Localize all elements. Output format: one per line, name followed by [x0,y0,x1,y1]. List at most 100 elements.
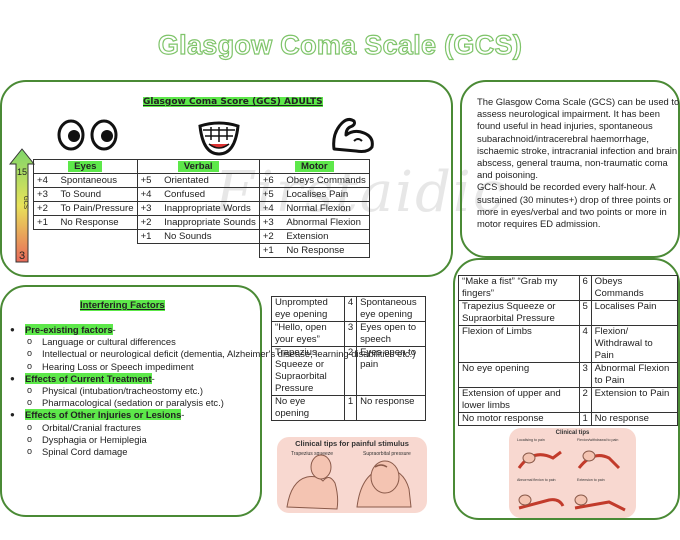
factor-item: Intellectual or neurological deficit (de… [10,347,415,360]
stimulus-cell: “Make a fist” “Grab my fingers” [458,275,580,301]
info-paragraph: The Glasgow Coma Scale (GCS) can be used… [477,96,680,181]
gcs-score: +1 [258,243,284,258]
table-row: Trapezius Squeeze or Supraorbital Pressu… [270,346,426,396]
factor-item: Orbital/Cranial fractures [10,421,415,434]
factor-group: Effects of Current Treatment- [10,372,415,385]
score-cell: 3 [344,321,358,347]
gcs-response: To Sound [57,187,138,202]
gcs-score: +3 [33,187,58,202]
factor-group-title: Effects of Other Injuries or Lesions [25,409,182,421]
factor-group-title: Effects of Current Treatment [25,372,152,384]
gcs-response: Confused [161,187,260,202]
gcs-response: Abnormal Flexion [283,215,370,230]
tips-label: Trapezius squeeze [291,451,334,457]
tips-title: Clinical tips [555,430,590,436]
gcs-empty-cell [34,244,58,258]
gcs-range-arrow: 15 3 GCS [9,148,35,263]
score-cell: 4 [578,325,592,363]
response-cell: No response [590,412,679,426]
flexed-arm-icon [332,117,374,153]
gcs-response: Obeys Commands [283,173,370,188]
response-cell: Abnormal Flexion to Pain [590,362,679,388]
gcs-score: +5 [136,173,162,188]
tips-label: Flexion/withdrawal to pain [577,438,619,442]
gcs-empty-cell [58,244,138,258]
column-motor: Motor [258,159,370,174]
gcs-response: Inappropriate Sounds [161,215,260,230]
response-cell: Spontaneous eye opening [356,296,426,322]
response-cell: Extension to Pain [590,387,679,413]
response-cell: No response [356,395,426,421]
score-cell: 4 [344,296,358,322]
illustration-image [517,450,626,512]
stimulus-cell: “Hello, open your eyes” [270,321,346,347]
gcs-response: Normal Flexion [283,201,370,216]
response-cell: Flexion/ Withdrawal to Pain [590,325,679,363]
stimulus-cell: No motor response [458,412,580,426]
tips-title: Clinical tips for painful stimulus [295,439,409,448]
stimulus-cell: Unprompted eye opening [270,296,346,322]
gcs-score: +5 [258,187,284,202]
illustration-image [286,454,412,510]
gcs-heading: Glasgow Coma Score (GCS) ADULTS [143,97,323,107]
gcs-score: +3 [136,201,162,216]
response-cell: Localises Pain [590,300,679,326]
gcs-score: +2 [136,215,162,230]
arrow-gcs-label: GCS [22,196,28,209]
stimulus-cell: No eye opening [458,362,580,388]
clinical-tips-motor: Clinical tips Localising to pain Flexion… [509,428,636,518]
column-eyes: Eyes [33,159,138,174]
gcs-response: Extension [283,229,370,244]
gcs-empty-cell [58,230,138,244]
score-cell: 5 [578,300,592,326]
gcs-response: Inappropriate Words [161,201,260,216]
table-row: Trapezius Squeeze or Supraorbital Pressu… [458,300,679,326]
arrow-bottom-label: 3 [19,250,25,262]
arrow-top-label: 15 [17,167,27,177]
gcs-score: +4 [258,201,284,216]
gcs-score: +6 [258,173,284,188]
factor-item: Language or cultural differences [10,335,415,348]
gcs-score: +4 [33,173,58,188]
response-cell: Eyes open to speech [356,321,426,347]
gcs-response: No Sounds [161,229,260,244]
gcs-score: +3 [258,215,284,230]
stimulus-cell: Trapezius Squeeze or Supraorbital Pressu… [270,346,346,396]
stimulus-cell: Trapezius Squeeze or Supraorbital Pressu… [458,300,580,326]
gcs-score: +1 [33,215,58,230]
mouth-icon [198,121,240,156]
gcs-panel [0,80,453,277]
factor-group: Effects of Other Injuries or Lesions- [10,409,415,422]
score-cell: 1 [578,412,592,426]
column-verbal: Verbal [136,159,260,174]
gcs-response: To Pain/Pressure [57,201,138,216]
factor-group: Pre-existing factors- [10,324,415,336]
factor-item: Physical (intubation/tracheostomy etc.) [10,384,415,397]
score-cell: 2 [344,346,358,396]
factor-group-title: Pre-existing factors [25,324,113,335]
stimulus-cell: No eye opening [270,395,346,421]
stimulus-cell: Extension of upper and lower limbs [458,387,580,413]
clinical-tips-painful-stimulus: Clinical tips for painful stimulus Trape… [277,437,427,513]
eyes-icon [57,119,118,151]
gcs-response: Orientated [161,173,260,188]
score-cell: 6 [578,275,592,301]
motor-panel [453,258,680,520]
gcs-empty-cell [137,244,161,258]
response-cell: Obeys Commands [590,275,679,301]
gcs-empty-cell [161,244,259,258]
